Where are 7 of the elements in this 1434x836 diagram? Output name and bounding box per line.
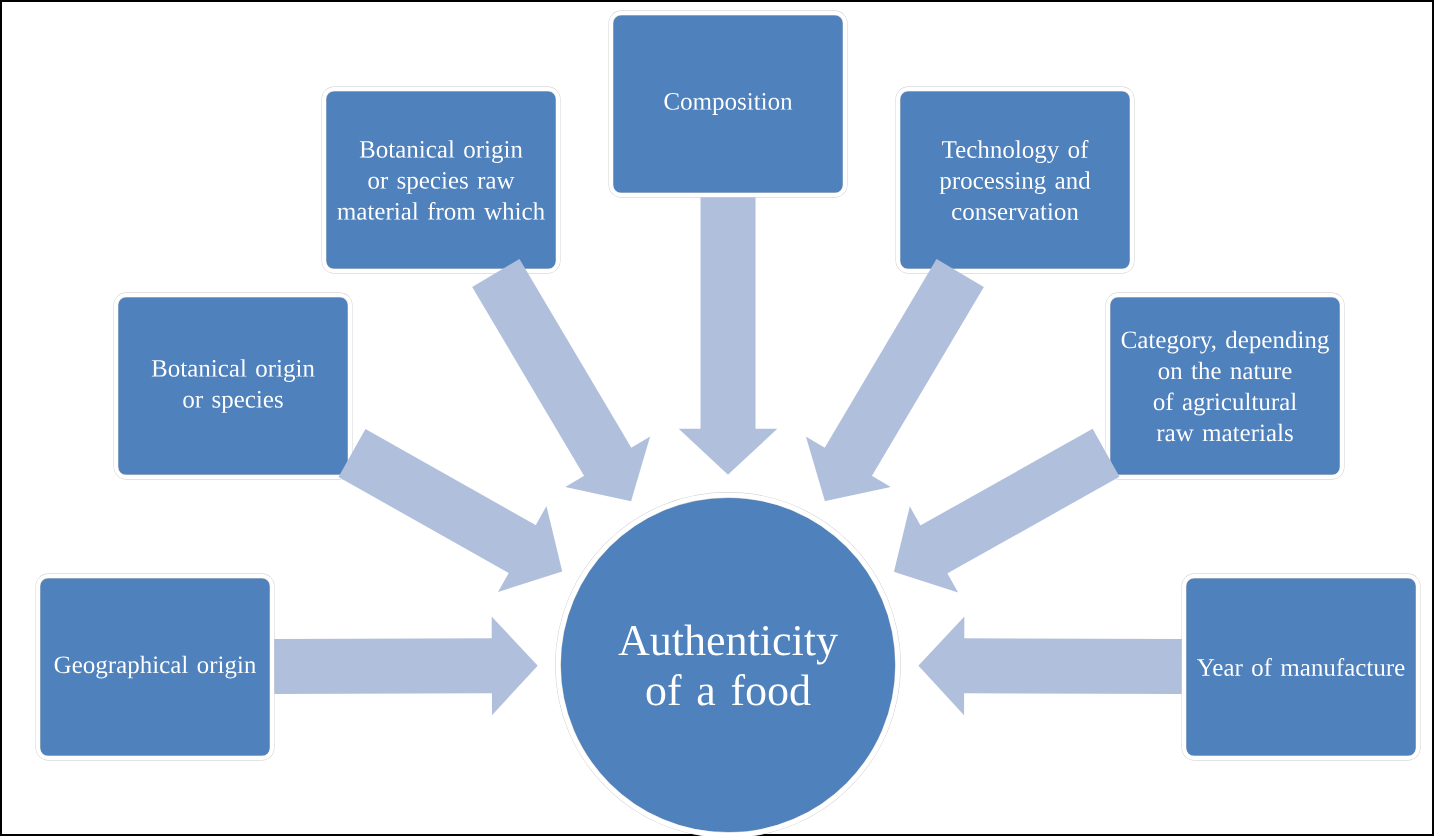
- factor-box: Category, depending on the nature of agricultural raw materials: [1105, 292, 1345, 480]
- factor-box: Geographical origin: [35, 573, 275, 761]
- factor-box: Technology of processing and conservation: [895, 86, 1135, 274]
- factor-box: Botanical origin or species: [113, 292, 353, 480]
- factor-box: Composition: [608, 10, 848, 198]
- factor-box: Botanical origin or species raw material from which: [321, 86, 561, 274]
- factor-box: Year of manufacture: [1181, 573, 1421, 761]
